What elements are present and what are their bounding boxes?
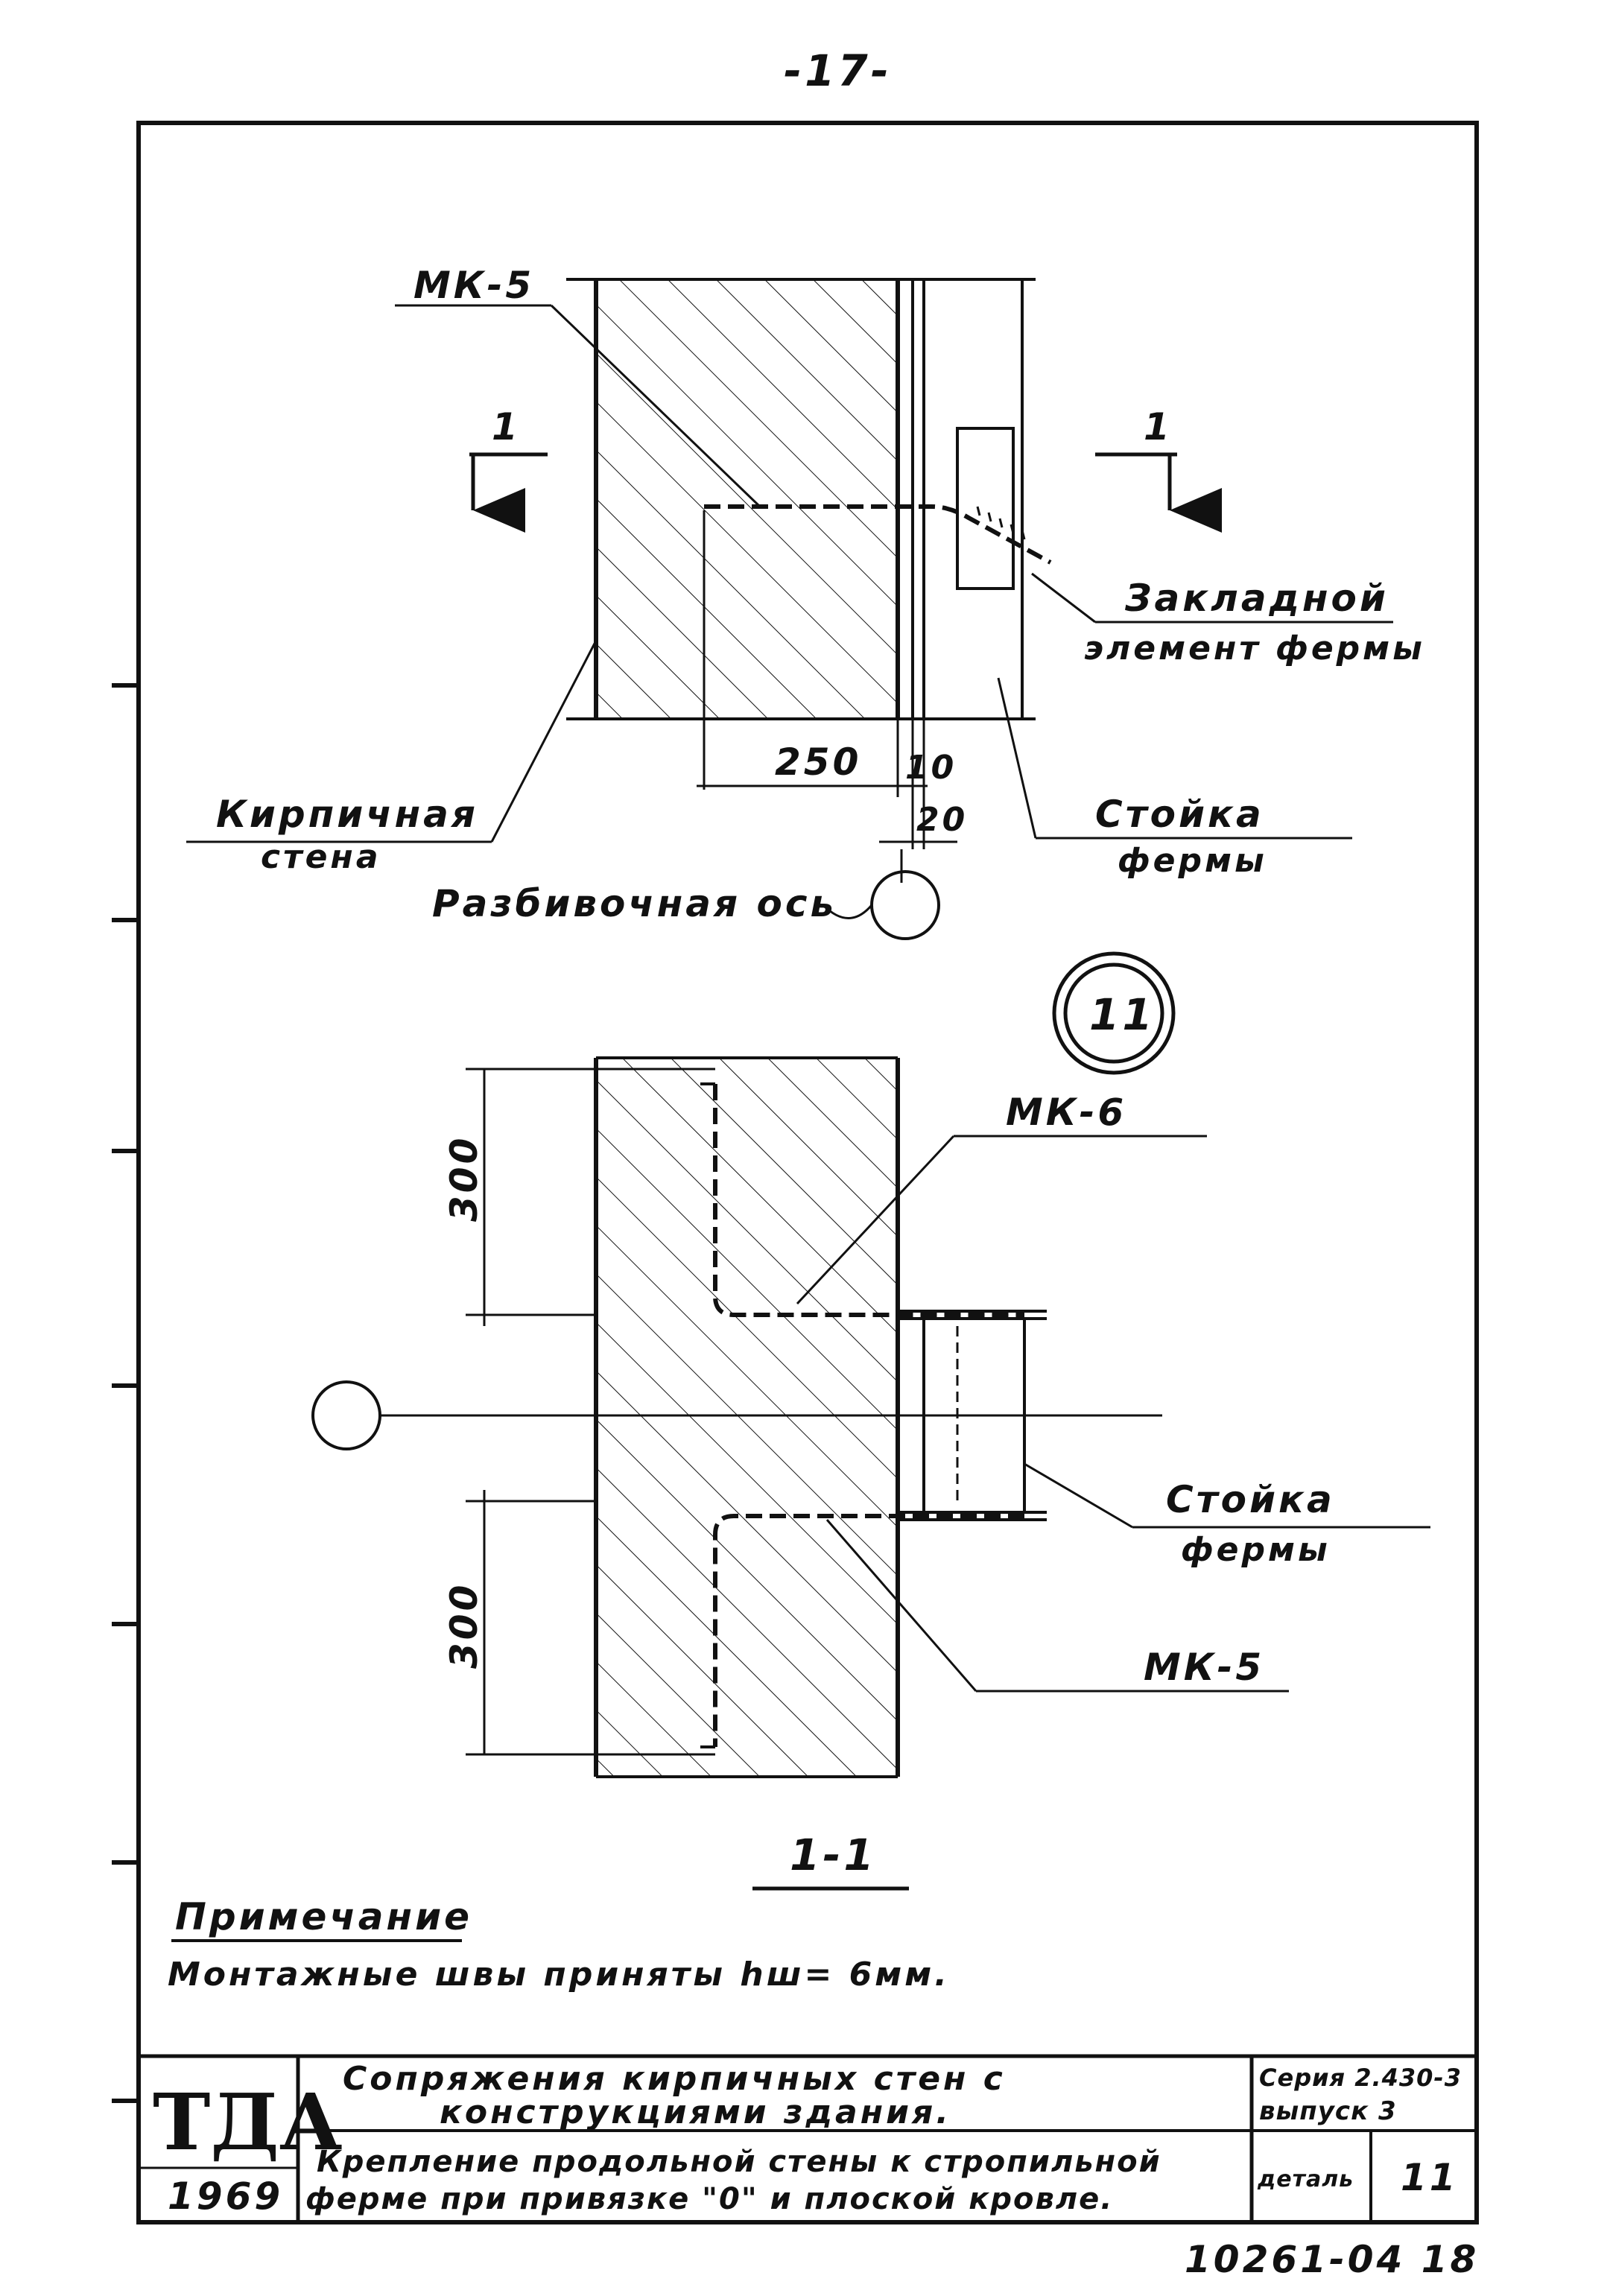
- svg-text:1: 1: [1144, 405, 1173, 448]
- callout-mk6: МК-6: [1006, 1091, 1126, 1134]
- axis-bubble-section: [311, 1380, 381, 1450]
- title-line1: Сопряжения кирпичных стен с: [343, 2060, 1006, 2098]
- svg-text:11: 11: [1089, 989, 1156, 1040]
- label-post-section-2: фермы: [1181, 1531, 1331, 1569]
- section-wall-hatch: [596, 1058, 898, 1777]
- anchor-mk5-section: [713, 1514, 1024, 1747]
- subtitle-line2: ферме при привязке "0" и плоской кровле.: [305, 2182, 1113, 2216]
- label-post-top-2: фермы: [1118, 842, 1267, 880]
- label-axis: Разбивочная ось: [432, 882, 837, 925]
- dim-20: 20: [916, 801, 968, 839]
- section-marker-right: 1: [1095, 405, 1222, 533]
- document-code: 10261-04 18: [1185, 2238, 1479, 2281]
- subtitle-line1: Крепление продольной стены к стропильной: [317, 2145, 1161, 2179]
- label-embedded-1: Закладной: [1124, 577, 1389, 620]
- axis-bubble-top: [870, 870, 940, 940]
- plan-view: МК-5 1 1 Закладной элемент фермы Кирпичн…: [186, 264, 1425, 940]
- dim-300-top: 300: [443, 1135, 486, 1222]
- page-number: -17-: [784, 45, 892, 96]
- brick-wall-hatch: [596, 279, 898, 719]
- title-line2: конструкциями здания.: [440, 2093, 951, 2131]
- section-marker-left: 1: [469, 405, 548, 533]
- logo-tda: ТДА: [153, 2076, 343, 2168]
- dim-250: 250: [775, 741, 861, 784]
- dim-10: 10: [905, 749, 957, 787]
- label-wall-2: стена: [261, 838, 381, 876]
- callout-mk5-top: МК-5: [413, 264, 534, 307]
- note-text: Монтажные швы приняты hш= 6мм.: [168, 1956, 950, 1994]
- dim-300-bottom: 300: [443, 1582, 486, 1669]
- label-wall-1: Кирпичная: [216, 793, 478, 836]
- label-post-section-1: Стойка: [1166, 1478, 1335, 1521]
- section-title: 1-1: [790, 1830, 877, 1880]
- detail-value: 11: [1401, 2156, 1459, 2199]
- section-view: 300 300 МК-6 Стойка фермы МК-5 1-1: [311, 1056, 1430, 1891]
- title-block: ТДА 1969 Сопряжения кирпичных стен с кон…: [139, 2054, 1477, 2222]
- label-embedded-2: элемент фермы: [1084, 630, 1425, 667]
- svg-text:1: 1: [492, 405, 521, 448]
- year: 1969: [168, 2175, 283, 2218]
- sheet-frame: [136, 121, 1479, 2224]
- note-block: Примечание Монтажные швы приняты hш= 6мм…: [168, 1895, 950, 1994]
- series: Серия 2.430-3: [1259, 2064, 1462, 2092]
- note-title: Примечание: [175, 1895, 472, 1938]
- issue: выпуск 3: [1259, 2096, 1397, 2126]
- detail-number-mark: 11: [1052, 951, 1176, 1075]
- label-post-top-1: Стойка: [1095, 793, 1264, 836]
- callout-mk5-bottom: МК-5: [1144, 1646, 1264, 1689]
- detail-label: деталь: [1257, 2166, 1354, 2192]
- anchor-mk5-plan: [704, 504, 1052, 565]
- margin-ticks: [112, 683, 139, 2103]
- anchor-mk6: [713, 1084, 1024, 1317]
